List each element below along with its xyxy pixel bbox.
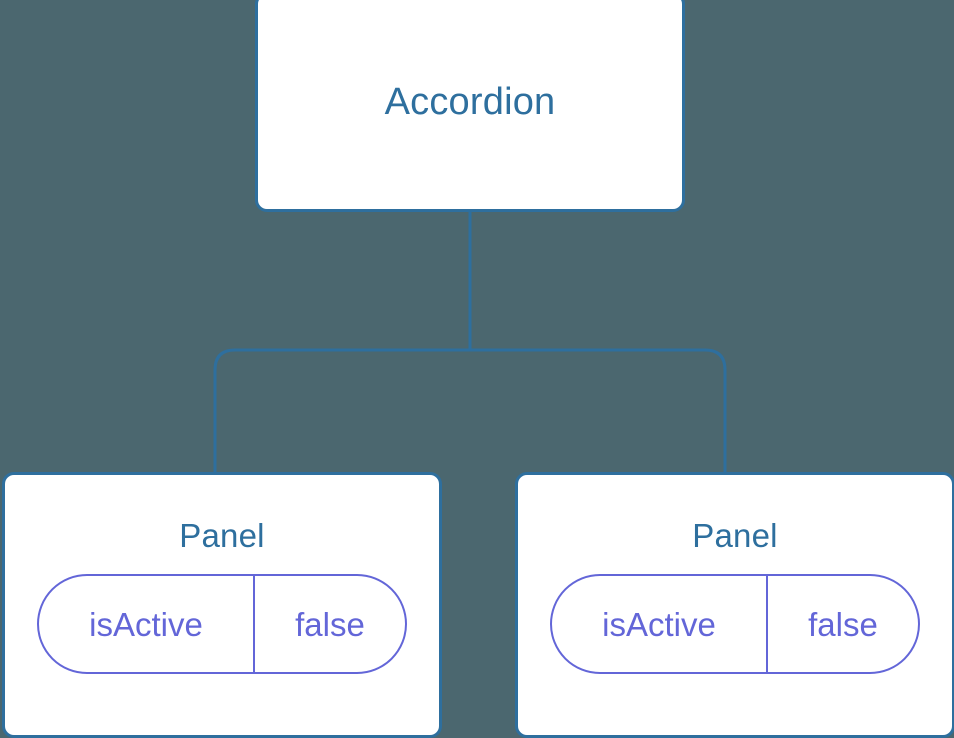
node-panel-left-label: Panel: [179, 517, 265, 554]
node-panel-left[interactable]: Panel isActive false: [2, 472, 442, 738]
prop-key-isactive: isActive: [39, 576, 255, 672]
node-panel-left-prop-isactive[interactable]: isActive false: [37, 574, 407, 674]
prop-value-isactive: false: [295, 605, 365, 643]
node-accordion-label: Accordion: [384, 81, 556, 123]
edge-accordion-to-panel-left: [213, 212, 472, 474]
node-accordion[interactable]: Accordion: [255, 0, 685, 212]
node-panel-right[interactable]: Panel isActive false: [515, 472, 954, 738]
node-panel-right-label: Panel: [692, 517, 778, 554]
node-panel-right-prop-isactive[interactable]: isActive false: [550, 574, 920, 674]
prop-key-isactive: isActive: [552, 576, 768, 672]
edge-accordion-to-panel-right: [468, 212, 727, 474]
prop-value-isactive: false: [808, 605, 878, 643]
